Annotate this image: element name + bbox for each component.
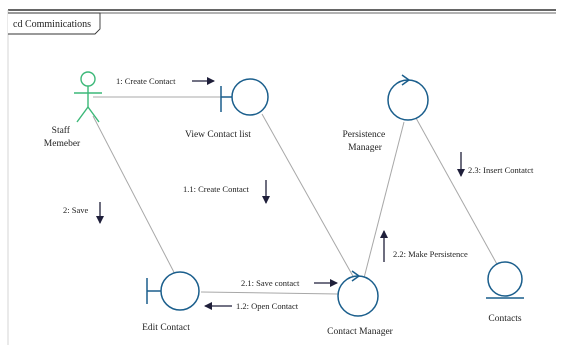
contacts-label: Contacts bbox=[488, 314, 522, 324]
message-1-label: 1: Create Contact bbox=[116, 76, 176, 86]
frame-title: cd Comminications bbox=[13, 19, 91, 30]
control-arrow-icon bbox=[351, 270, 361, 282]
contacts-entity[interactable] bbox=[486, 261, 524, 299]
links bbox=[92, 96, 499, 295]
actor-right-leg bbox=[87, 106, 100, 123]
diagram-frame: cd Comminications bbox=[7, 9, 556, 345]
entity-circle-icon bbox=[487, 261, 523, 297]
link-view-contactmanager bbox=[261, 113, 355, 279]
actor-head-icon bbox=[80, 71, 96, 87]
message-1-2-label: 1.2: Open Contact bbox=[236, 301, 299, 311]
control-arrow-icon bbox=[401, 74, 411, 86]
persistence-label-line-1: Persistence bbox=[342, 130, 385, 140]
persistence-label-line-2: Manager bbox=[348, 143, 383, 153]
boundary-circle-icon bbox=[231, 78, 269, 116]
edit-contact-label: Edit Contact bbox=[142, 323, 190, 333]
view-contact-list-boundary[interactable] bbox=[220, 78, 269, 116]
staff-member-actor[interactable] bbox=[74, 71, 102, 123]
contact-manager-label: Contact Manager bbox=[327, 327, 394, 337]
persistence-manager-control[interactable] bbox=[387, 74, 429, 121]
staff-label-line-2: Memeber bbox=[44, 139, 81, 149]
edit-contact-boundary[interactable] bbox=[146, 271, 200, 311]
message-2-3-label: 2.3: Insert Contatct bbox=[468, 165, 534, 175]
frame-title-tab bbox=[8, 12, 101, 35]
link-persistence-contactmanager bbox=[363, 121, 405, 279]
message-2-label: 2: Save bbox=[63, 205, 88, 215]
link-staff-edit bbox=[92, 115, 179, 281]
link-persistence-contacts bbox=[415, 117, 499, 267]
persistence-manager-label: Persistence Manager bbox=[342, 130, 387, 153]
control-circle-icon bbox=[387, 79, 429, 121]
staff-label-line-1: Staff bbox=[52, 125, 71, 136]
message-1-1-label: 1.1: Create Contact bbox=[183, 184, 249, 194]
messages: 1: Create Contact 1.1: Create Contact 2:… bbox=[63, 76, 534, 311]
message-2-2-label: 2.2: Make Persistence bbox=[393, 249, 468, 259]
staff-member-label: Staff Memeber bbox=[44, 125, 81, 149]
actor-left-leg bbox=[76, 106, 89, 123]
link-edit-contactmanager bbox=[200, 291, 339, 295]
contact-manager-control[interactable] bbox=[337, 270, 379, 317]
boundary-circle-icon bbox=[160, 271, 200, 311]
view-contact-list-label: View Contact list bbox=[185, 130, 251, 140]
control-circle-icon bbox=[337, 275, 379, 317]
message-2-1-label: 2.1: Save contact bbox=[241, 278, 300, 288]
